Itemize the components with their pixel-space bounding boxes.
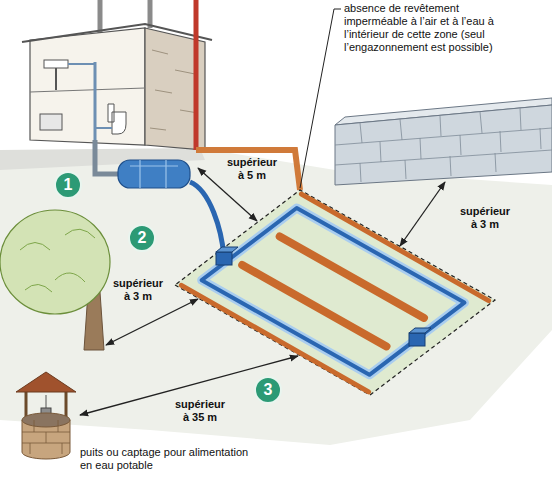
trench-band: [181, 285, 368, 392]
distribution-box: [216, 252, 232, 265]
field-zone: [175, 190, 495, 395]
drain-pipe: [95, 127, 112, 129]
well-stones: [22, 420, 70, 454]
well-roof: [16, 372, 76, 392]
septic-tank: [118, 160, 190, 188]
leader-line: [300, 9, 341, 188]
distance-label: supérieur à 5 m: [224, 156, 280, 182]
callout-number: 3: [264, 382, 273, 398]
feed-pipe: [190, 182, 224, 258]
well-rim: [22, 413, 70, 427]
house-stones: [150, 50, 198, 130]
collection-box-top: [409, 328, 431, 333]
well-rope: [46, 395, 47, 408]
distance-label: supérieur à 3 m: [110, 277, 166, 303]
dimension-arrow: [400, 182, 445, 246]
drain-pipe: [68, 63, 95, 65]
callout-circle: 1: [54, 171, 82, 199]
ground: [0, 148, 552, 445]
collection-box: [409, 333, 425, 346]
distance-label: supérieur à 35 m: [172, 398, 228, 424]
appliance: [40, 114, 62, 130]
trench-band: [280, 237, 424, 318]
callout-circle: 3: [254, 376, 282, 404]
pipe-loop-outline: [202, 208, 465, 375]
toilet: [108, 104, 126, 134]
house-front-wall: [30, 28, 145, 145]
zone-note: absence de revêtement imperméable à l’ai…: [344, 2, 494, 54]
roof-vent: [98, 0, 103, 34]
callout-circle: 2: [128, 224, 156, 252]
house-floor: [30, 88, 145, 92]
stone-wall: [335, 105, 552, 185]
wall-stones: [335, 108, 552, 182]
distance-label: supérieur à 3 m: [457, 205, 513, 231]
tree-leaves: [20, 229, 95, 292]
callout-number: 1: [64, 177, 73, 193]
callout-number: 2: [138, 230, 147, 246]
tree-crown: [0, 210, 110, 314]
sink: [44, 60, 68, 68]
sink-pedestal: [55, 68, 57, 90]
vent-pipe: [194, 0, 199, 150]
trench-band: [242, 265, 386, 346]
dimension-arrow: [106, 299, 198, 345]
spreading-pipe: [202, 208, 465, 375]
well-label: puits ou captage pour alimentation en ea…: [80, 446, 250, 472]
vent-trench: [196, 150, 300, 190]
house-roof-line: [22, 24, 212, 42]
tank-detail: [130, 160, 178, 188]
outlet-pipe: [95, 140, 118, 174]
distribution-box-top: [216, 247, 238, 252]
